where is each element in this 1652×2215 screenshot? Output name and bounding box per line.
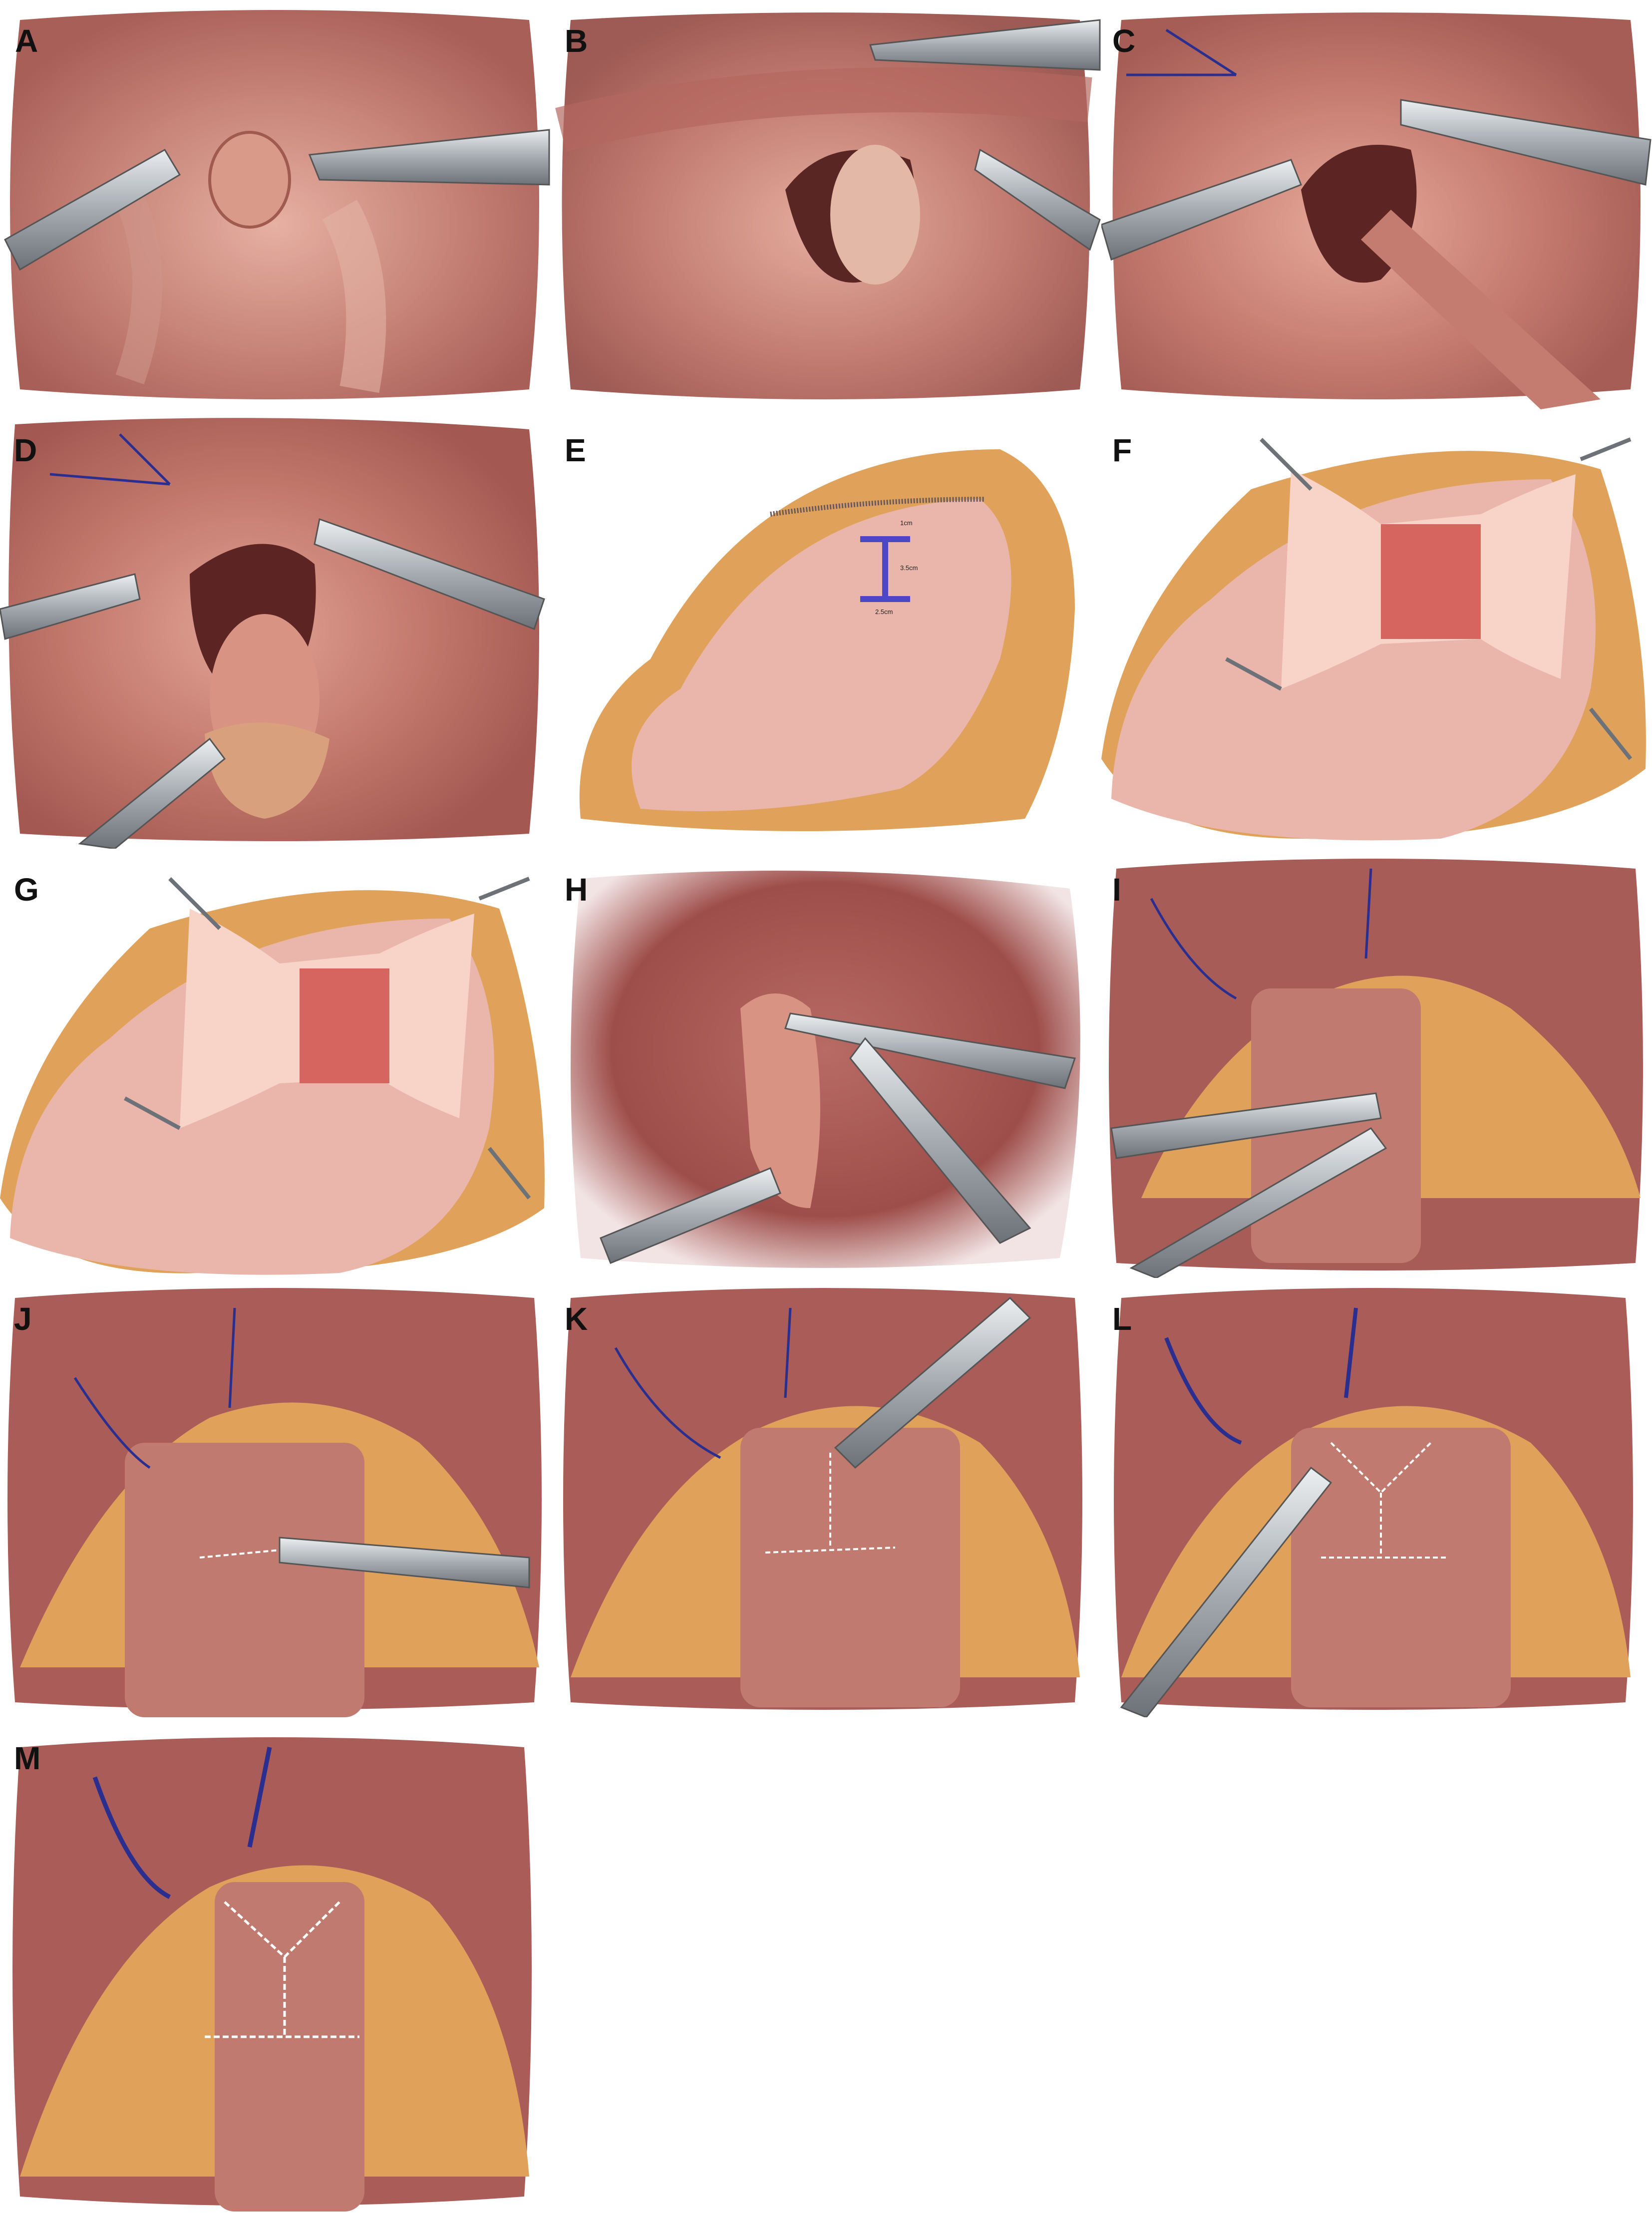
measurement-middle: 3.5cm bbox=[900, 564, 918, 572]
panel-l: L bbox=[1101, 1278, 1652, 1717]
measurement bbox=[860, 536, 910, 602]
sutures bbox=[765, 1453, 896, 1554]
panel-label: A bbox=[15, 23, 38, 59]
panel-c: C bbox=[1101, 0, 1652, 409]
forceps bbox=[1129, 1127, 1387, 1278]
panel-label: J bbox=[14, 1301, 32, 1337]
panel-c-illustration bbox=[1101, 12, 1652, 409]
panel-e-illustration: 1cm 3.5cm 2.5cm bbox=[579, 449, 1075, 831]
panel-f: F bbox=[1101, 409, 1652, 849]
grasper-right bbox=[974, 148, 1101, 251]
panel-l-illustration bbox=[1114, 1288, 1633, 1717]
needle-driver bbox=[834, 1296, 1031, 1469]
incision bbox=[770, 497, 986, 517]
panel-m: M bbox=[0, 1717, 551, 2215]
panel-i: I bbox=[1101, 849, 1652, 1278]
sutures bbox=[205, 1901, 359, 2038]
panel-label: E bbox=[565, 432, 586, 468]
hooks bbox=[1225, 437, 1633, 760]
panel-label: F bbox=[1112, 432, 1132, 468]
panel-k-illustration bbox=[563, 1288, 1082, 1710]
grasper-right bbox=[308, 129, 550, 186]
panel-g: G bbox=[0, 849, 551, 1278]
panel-label: K bbox=[565, 1301, 588, 1337]
panel-i-illustration bbox=[1109, 859, 1643, 1278]
needle-driver bbox=[600, 1167, 781, 1264]
panel-label: B bbox=[565, 23, 588, 59]
suture-blue bbox=[73, 1307, 236, 1469]
panel-b-illustration bbox=[555, 12, 1101, 399]
sutures bbox=[199, 1549, 280, 1559]
panel-a-illustration bbox=[4, 10, 550, 399]
panel-label: L bbox=[1112, 1301, 1132, 1337]
panel-k: K bbox=[551, 1278, 1101, 1717]
exposed-tissue bbox=[1381, 524, 1481, 639]
panel-d: D bbox=[0, 409, 551, 849]
panel-label: D bbox=[14, 432, 37, 468]
panel-h: H bbox=[551, 849, 1101, 1278]
panel-j: J bbox=[0, 1278, 551, 1717]
suture-blue bbox=[1150, 868, 1372, 1000]
panel-d-illustration bbox=[0, 418, 545, 849]
panel-m-illustration bbox=[12, 1737, 532, 2212]
panel-label: C bbox=[1112, 23, 1136, 59]
forceps bbox=[784, 1012, 1076, 1089]
panel-g-illustration bbox=[0, 877, 545, 1275]
grasper-left bbox=[4, 148, 181, 271]
needle-driver bbox=[279, 1537, 530, 1588]
grasper-left bbox=[0, 573, 141, 640]
grasper-top bbox=[869, 19, 1101, 71]
suture-blue bbox=[614, 1307, 792, 1459]
sutures bbox=[1321, 1442, 1446, 1559]
grasper-right bbox=[1400, 99, 1652, 186]
needle-driver bbox=[1110, 1092, 1382, 1159]
panel-f-illustration bbox=[1101, 437, 1646, 841]
panel-label: I bbox=[1112, 872, 1121, 908]
panel-h-illustration bbox=[571, 871, 1080, 1268]
flap bbox=[632, 499, 1011, 811]
panel-e: 1cm 3.5cm 2.5cm E bbox=[551, 409, 1101, 849]
suture-blue bbox=[49, 433, 171, 486]
suture-blue bbox=[1164, 1307, 1358, 1445]
hooks bbox=[124, 877, 531, 1200]
measurement-width: 2.5cm bbox=[875, 608, 893, 616]
panel-label: G bbox=[14, 872, 39, 908]
grasper-bottom bbox=[78, 737, 226, 849]
grasper-left bbox=[1101, 159, 1302, 261]
panel-label: H bbox=[565, 872, 588, 908]
grasper-right bbox=[314, 518, 545, 630]
orifice bbox=[208, 131, 291, 229]
suture-blue bbox=[92, 1747, 272, 1899]
panel-label: M bbox=[14, 1740, 41, 1776]
exposed-tissue bbox=[300, 968, 389, 1083]
needle-driver bbox=[1120, 1466, 1332, 1717]
panel-b: B bbox=[551, 0, 1101, 409]
measurement-top: 1cm bbox=[900, 519, 913, 527]
panel-j-illustration bbox=[7, 1288, 542, 1717]
panel-a: A bbox=[0, 0, 551, 409]
suture-blue bbox=[1126, 28, 1237, 76]
